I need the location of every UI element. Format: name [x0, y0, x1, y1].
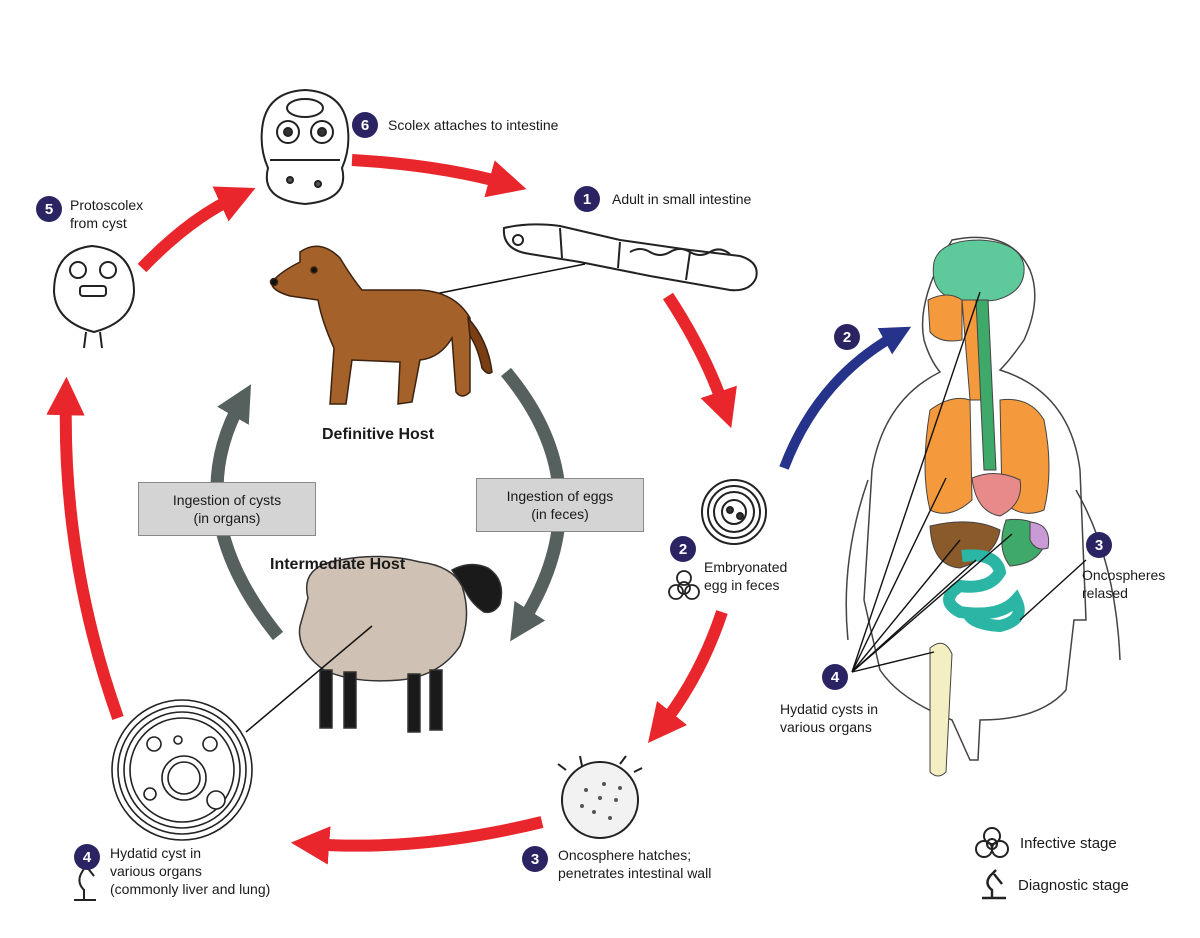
microscope-icon: [982, 869, 1006, 900]
stage-4-line2: various organs: [110, 863, 202, 879]
stage-1-label: Adult in small intestine: [612, 191, 752, 207]
stage-4-badge: 4: [74, 844, 100, 870]
legend-diagnostic-label: Diagnostic stage: [1018, 876, 1129, 894]
stage-3-line1: Oncosphere hatches;: [558, 847, 692, 863]
stage-5-line1: Protoscolex: [70, 197, 144, 213]
arrow-4-to-5: [46, 376, 124, 721]
human-stage-4-line1: Hydatid cysts in: [780, 701, 879, 717]
stage-2-label: Embryonated egg in feces: [704, 558, 787, 594]
sheep-drawing: [245, 555, 503, 733]
legend-diagnostic: Diagnostic stage: [978, 868, 1129, 902]
human-stage-4-label: Hydatid cysts in various organs: [780, 700, 878, 736]
human-stage-4-line2: various organs: [780, 719, 872, 735]
oncosphere-drawing: [557, 755, 643, 839]
esophagus: [975, 299, 997, 471]
stage-5-label: Protoscolex from cyst: [70, 196, 143, 232]
stage-2-line2: egg in feces: [704, 577, 780, 593]
arrow-6-to-1: [351, 154, 527, 198]
arrow-2-to-3: [648, 610, 728, 743]
intestine: [943, 549, 1025, 633]
ingestion-eggs-box: Ingestion of eggs (in feces): [476, 478, 644, 532]
stage-5-line2: from cyst: [70, 215, 127, 231]
stage-3-label: Oncosphere hatches; penetrates intestina…: [558, 846, 711, 882]
spleen: [1029, 521, 1050, 550]
ingestion-eggs-line2: (in feces): [531, 506, 589, 522]
organ-pointers: [851, 291, 1087, 673]
arrow-5-to-6: [137, 186, 256, 273]
human-stage-3-line1: Oncospheres: [1082, 567, 1166, 583]
human-drawing: [845, 236, 1121, 761]
arrow-egg-to-human: [779, 326, 912, 470]
ingestion-eggs-line1: Ingestion of eggs: [506, 488, 614, 504]
scolex-drawing: [260, 88, 350, 206]
arrow-1-to-2: [662, 292, 737, 429]
human-organs: [924, 239, 1050, 777]
heart: [971, 473, 1022, 517]
stage-1-badge: 1: [574, 186, 600, 212]
human-stage-3-label: Oncospheres relased: [1082, 566, 1165, 602]
human-stage-4-badge: 4: [822, 664, 848, 690]
human-stage-3-badge: 3: [1086, 532, 1112, 558]
bone: [929, 642, 953, 777]
hydatid-cyst-drawing: [111, 699, 253, 841]
egg-drawing: [701, 479, 767, 545]
adult-worm-drawing: [394, 223, 758, 303]
ingestion-cysts-line2: (in organs): [193, 510, 261, 526]
stage-2-badge: 2: [670, 536, 696, 562]
arrow-3-to-4: [290, 816, 544, 865]
stage-5-badge: 5: [36, 196, 62, 222]
stage-3-badge: 3: [522, 846, 548, 872]
ingestion-cysts-box: Ingestion of cysts (in organs): [138, 482, 316, 536]
human-stage-2-badge: 2: [834, 324, 860, 350]
stage-3-line2: penetrates intestinal wall: [558, 865, 712, 881]
intermediate-host-label: Intermediate Host: [270, 556, 406, 573]
stage-4-line3: (commonly liver and lung): [110, 881, 271, 897]
stage-4-label: Hydatid cyst in various organs (commonly…: [110, 844, 270, 898]
legend-infective-label: Infective stage: [1020, 834, 1117, 852]
protoscolex-drawing: [52, 244, 136, 349]
ingestion-cysts-line1: Ingestion of cysts: [172, 492, 282, 508]
brain: [932, 239, 1025, 302]
stage-6-label: Scolex attaches to intestine: [388, 117, 559, 133]
left-lung: [924, 397, 973, 514]
nasal: [927, 294, 963, 342]
definitive-host-label: Definitive Host: [322, 426, 435, 443]
stage-2-line1: Embryonated: [704, 559, 788, 575]
biohazard-icon-egg: [668, 570, 700, 600]
biohazard-icon: [975, 827, 1009, 858]
stage-4-line1: Hydatid cyst in: [110, 845, 202, 861]
stage-6-badge: 6: [352, 112, 378, 138]
dog-drawing: [269, 245, 493, 405]
cycle-arrows: [46, 154, 737, 865]
legend-infective: Infective stage: [972, 826, 1117, 860]
human-stage-3-line2: relased: [1082, 585, 1128, 601]
